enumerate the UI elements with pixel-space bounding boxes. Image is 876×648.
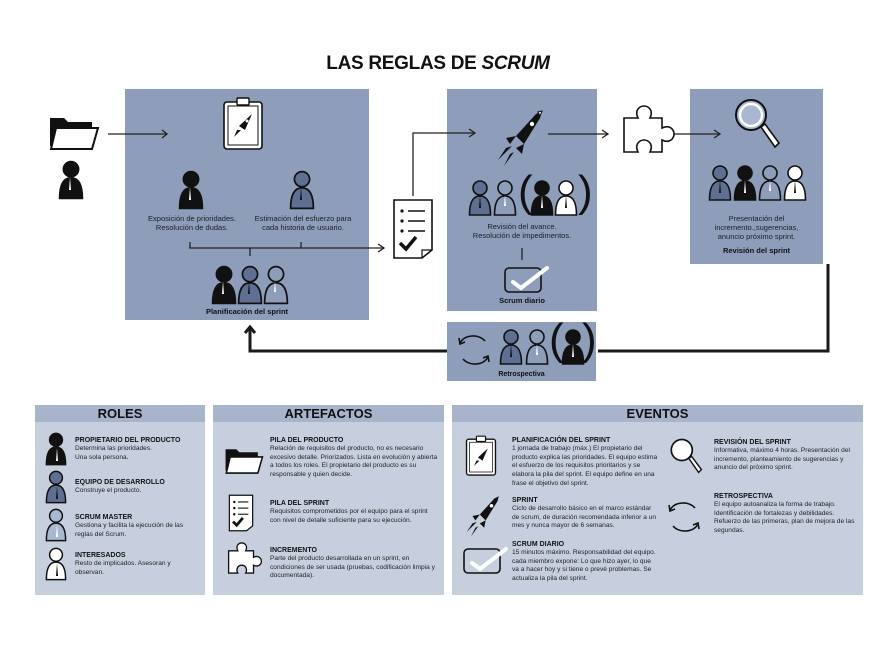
- role-item: INTERESADOS Resto de implicados. Asesora…: [75, 552, 171, 576]
- scrum-master-icon: [758, 163, 782, 203]
- roles-header: ROLES: [35, 405, 205, 422]
- retro-label: Retrospectiva: [498, 371, 545, 378]
- clipboard-rocket-icon: [465, 435, 497, 476]
- artefact-item: INCREMENTO Parte del producto desarrolla…: [270, 547, 435, 580]
- scrum-master-icon: [263, 264, 289, 306]
- product-backlog-folder-icon: [49, 118, 100, 150]
- sprint-rocket-icon: [498, 110, 543, 166]
- rocket-icon: [466, 496, 499, 537]
- daily-scrum-checkbox-icon: [504, 266, 549, 293]
- team-member-icon: [708, 163, 732, 203]
- team-member-icon: [237, 264, 263, 306]
- role-item: SCRUM MASTER Gestiona y facilita la ejec…: [75, 514, 184, 538]
- eventos-section: EVENTOS: [452, 405, 863, 595]
- puzzle-piece-icon: [227, 542, 263, 574]
- event-item: REVISIÓN DEL SPRINT Informativa, máximo …: [714, 439, 850, 472]
- product-owner-icon: [58, 160, 84, 200]
- optional-bracket-left: (: [549, 315, 564, 364]
- role-item: PROPIETARIO DEL PRODUCTO Determina las p…: [75, 437, 181, 461]
- team-person-icon: [45, 469, 67, 505]
- planning-label: Planificación del sprint: [205, 307, 289, 316]
- scrum-master-person-icon: [45, 507, 67, 543]
- optional-bracket-right: ): [582, 315, 597, 364]
- artefact-item: PILA DEL SPRINT Requisitos comprometidos…: [270, 500, 428, 524]
- event-item: SCRUM DIARIO 15 minutos máximo. Responsa…: [512, 541, 656, 583]
- daily-scrum-label: Scrum diario: [499, 296, 545, 305]
- event-item: SPRINT Ciclo de desarrollo básico en el …: [512, 497, 657, 530]
- event-item: RETROSPECTIVA El equipo autoanaliza la f…: [714, 493, 855, 535]
- owner-person-icon: [45, 431, 67, 467]
- scrum-master-icon: [493, 178, 517, 218]
- product-owner-icon: [561, 327, 585, 367]
- checkbox-icon: [463, 547, 508, 574]
- page-title: LAS REGLAS DE SCRUM: [326, 53, 550, 74]
- retro-cycle-icon: [458, 335, 490, 365]
- team-member-icon: [499, 327, 523, 367]
- optional-bracket-right: ): [578, 167, 593, 216]
- product-owner-icon: [178, 170, 204, 210]
- stakeholder-icon: [783, 163, 807, 203]
- cycle-arrows-icon: [668, 502, 700, 532]
- eventos-header: EVENTOS: [452, 405, 863, 422]
- checklist-icon: [228, 494, 254, 532]
- team-member-icon: [468, 178, 492, 218]
- artefactos-header: ARTEFACTOS: [213, 405, 444, 422]
- sprint-caption: Revisión del avance.Resolución de impedi…: [472, 222, 572, 240]
- review-label: Revisión del sprint: [722, 246, 791, 255]
- event-item: PLANIFICACIÓN DEL SPRINT 1 jornada de tr…: [512, 437, 658, 487]
- magnifier-icon: [670, 438, 703, 474]
- artefact-item: PILA DEL PRODUCTO Relación de requisitos…: [270, 437, 438, 479]
- scrum-master-icon: [525, 327, 549, 367]
- product-owner-icon: [733, 163, 757, 203]
- increment-puzzle-icon: [623, 105, 675, 153]
- planning-left-caption: Exposición de prioridades.Resolución de …: [148, 214, 236, 232]
- review-magnifier-icon: [735, 99, 781, 149]
- product-owner-icon: [530, 178, 554, 218]
- stakeholder-icon: [554, 178, 578, 218]
- optional-bracket-left: (: [518, 167, 533, 216]
- role-item: EQUIPO DE DESARROLLO Construye el produc…: [75, 479, 165, 494]
- sprint-backlog-checklist-icon: [393, 199, 433, 259]
- team-member-icon: [289, 170, 315, 210]
- clipboard-rocket-icon: [223, 97, 263, 150]
- folder-icon: [225, 449, 264, 474]
- stakeholder-person-icon: [45, 546, 67, 582]
- product-owner-icon: [211, 264, 237, 306]
